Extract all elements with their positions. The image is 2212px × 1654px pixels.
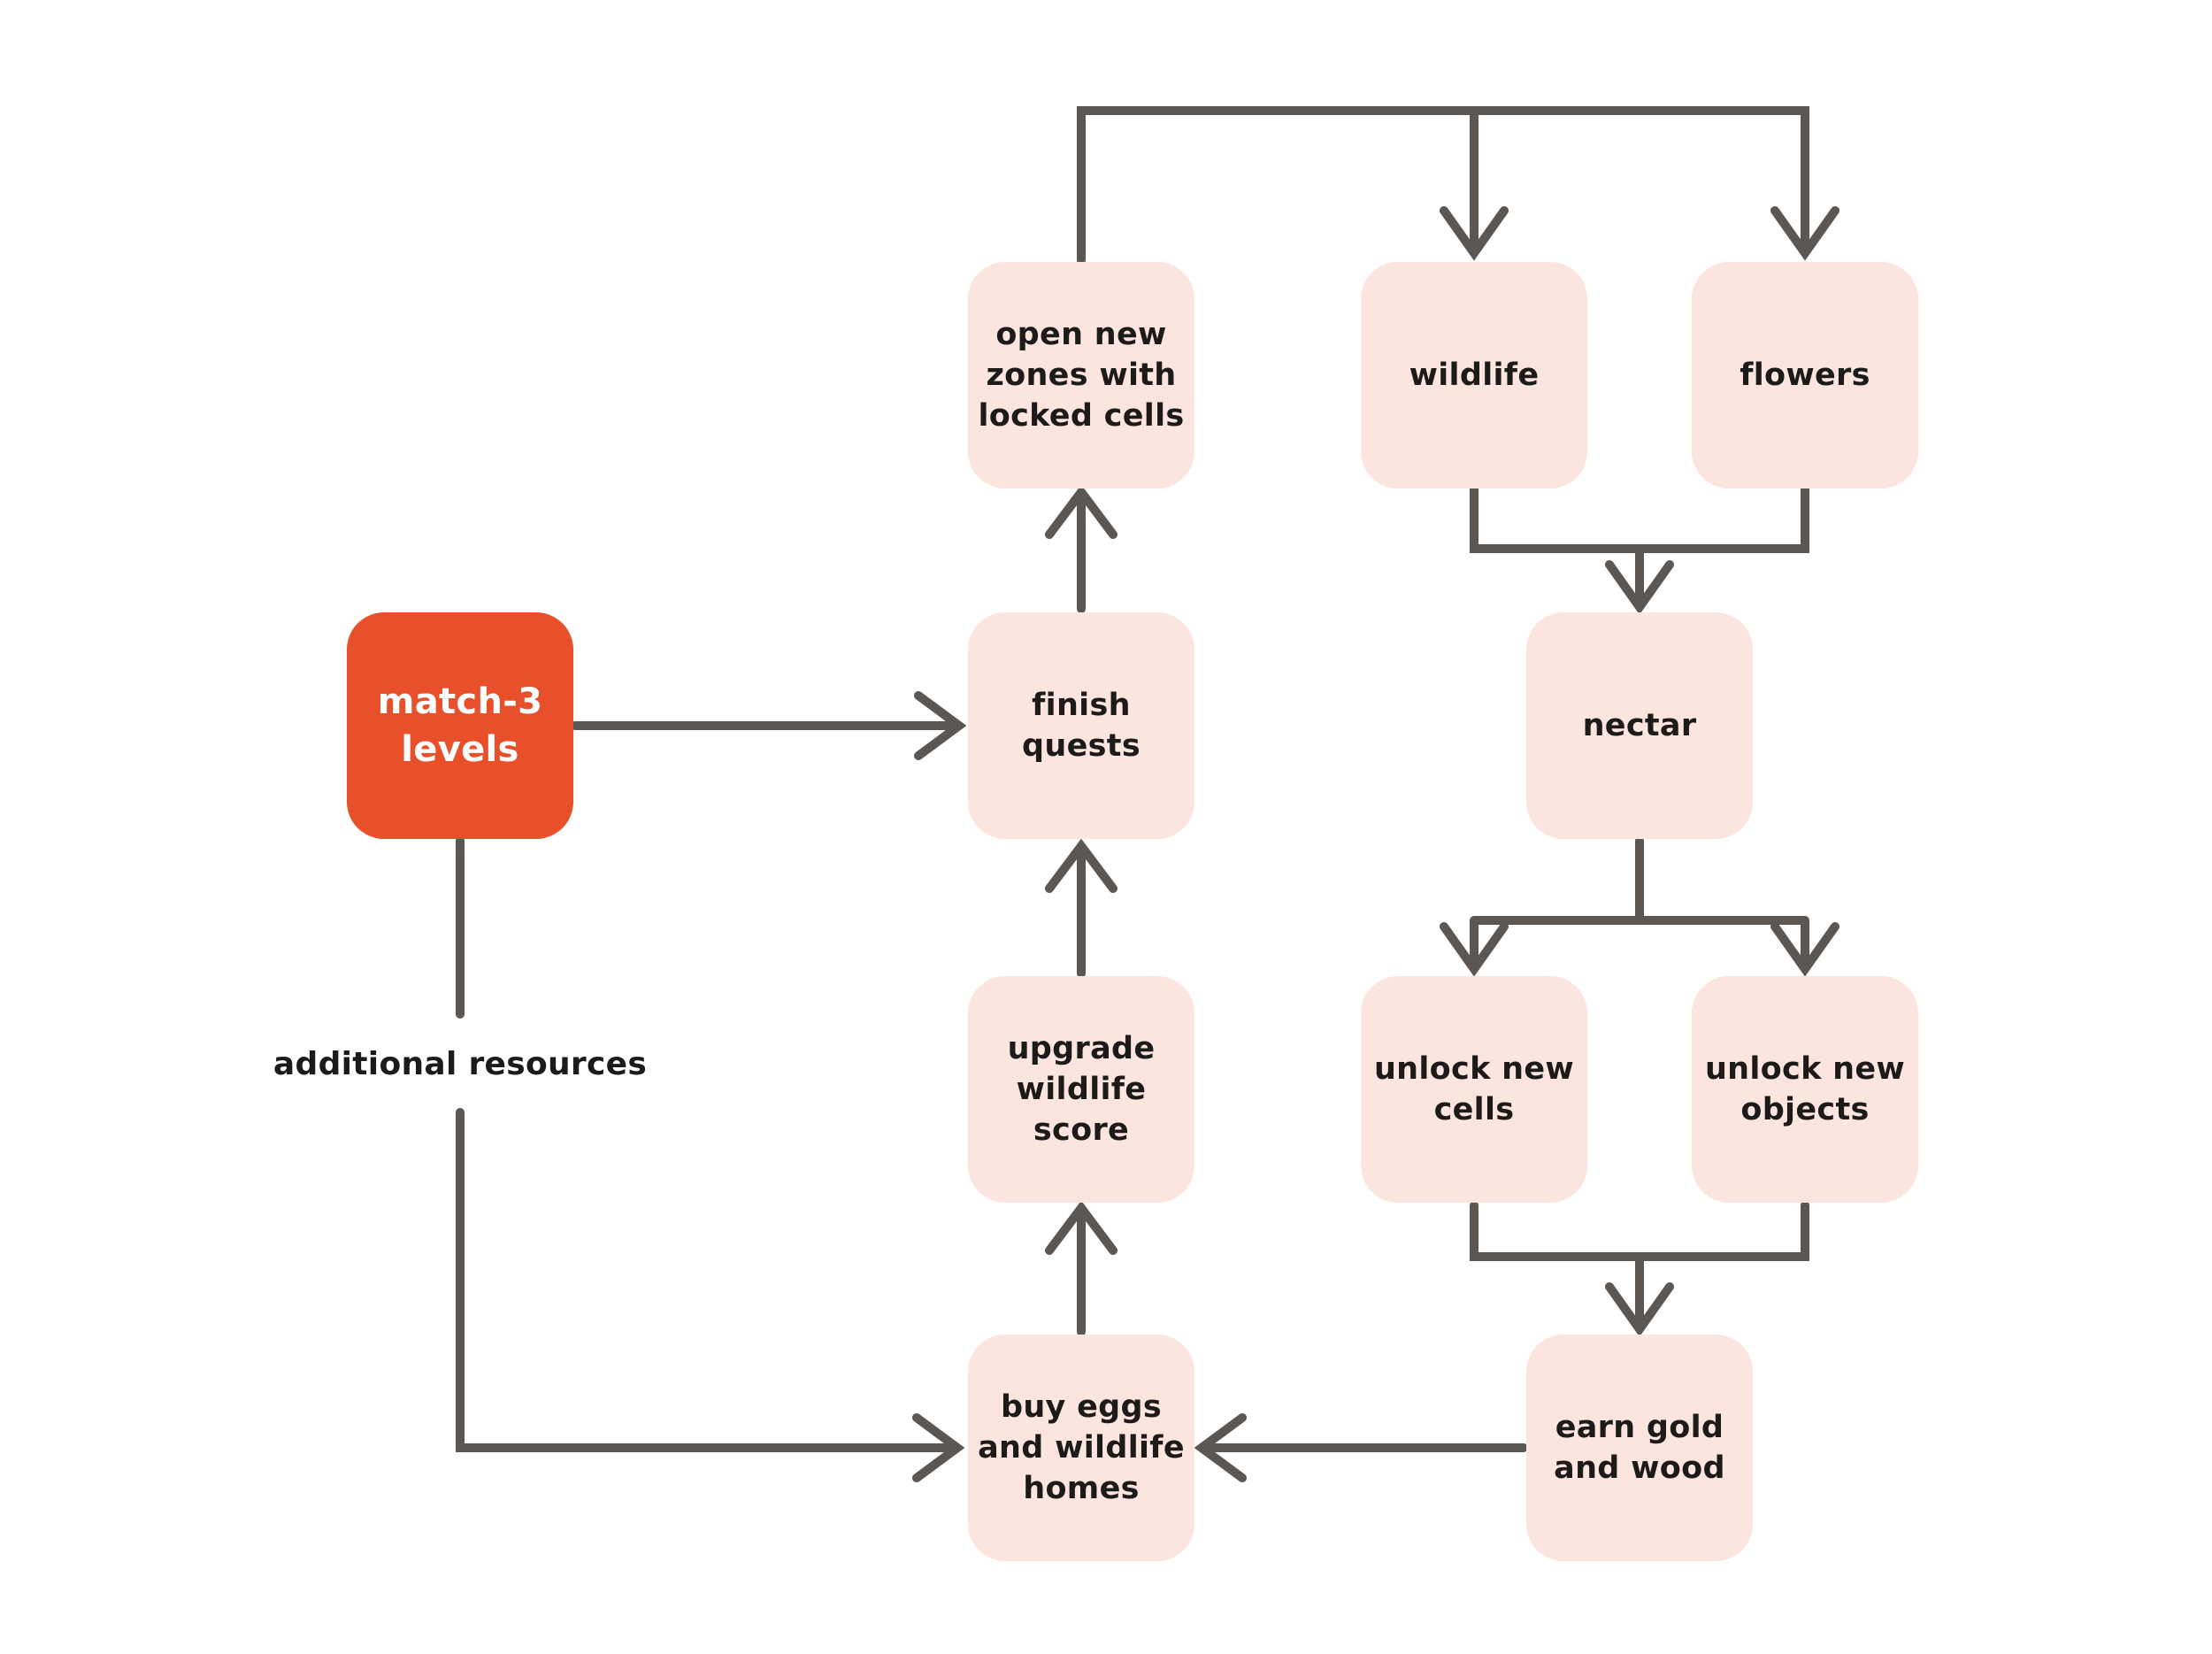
node-label: buy eggs and wildlife homes <box>978 1389 1185 1507</box>
node-nectar: nectar <box>1526 612 1753 839</box>
edge-wildlife-flowers-to-nectar <box>1470 484 1809 615</box>
edge-open-new-zones-to-wildlife-and-flowers <box>1077 106 1839 265</box>
edge-label-additional-resources: additional resources <box>273 1046 648 1082</box>
node-unlock-new-objects: unlock new objects <box>1692 976 1918 1203</box>
edge-unlocks-to-earn-gold <box>1470 1201 1809 1337</box>
edge-match3-additional-resources-to-buy-eggs <box>456 836 965 1482</box>
node-label: open new zones with locked cells <box>978 316 1185 435</box>
node-label: finish quests <box>1022 687 1141 764</box>
node-label: wildlife <box>1409 357 1540 393</box>
edge-finish-quests-to-open-new-zones <box>1045 484 1118 613</box>
node-label: unlock new objects <box>1704 1050 1906 1127</box>
node-wildlife: wildlife <box>1361 262 1587 489</box>
edge-earn-gold-to-buy-eggs <box>1194 1413 1528 1482</box>
node-buy-eggs-and-wildlife-homes: buy eggs and wildlife homes <box>968 1335 1194 1561</box>
node-label: nectar <box>1582 707 1697 743</box>
node-match-3-levels: match-3 levels <box>347 612 573 839</box>
node-earn-gold-and-wood: earn gold and wood <box>1526 1335 1753 1561</box>
edge-match3-to-finish-quests <box>571 691 967 760</box>
edge-upgrade-score-to-finish-quests <box>1045 838 1118 978</box>
edge-buy-eggs-to-upgrade-score <box>1045 1200 1118 1336</box>
node-label: match-3 levels <box>377 681 543 770</box>
node-label: flowers <box>1740 357 1870 393</box>
node-label: unlock new cells <box>1373 1050 1575 1127</box>
node-unlock-new-cells: unlock new cells <box>1361 976 1587 1203</box>
node-finish-quests: finish quests <box>968 612 1194 839</box>
edge-nectar-to-unlock-cells-and-objects <box>1440 836 1839 977</box>
node-label: earn gold and wood <box>1554 1409 1725 1486</box>
node-label: upgrade wildlife score <box>1007 1030 1156 1149</box>
node-flowers: flowers <box>1692 262 1918 489</box>
node-open-new-zones: open new zones with locked cells <box>968 262 1194 489</box>
node-upgrade-wildlife-score: upgrade wildlife score <box>968 976 1194 1203</box>
